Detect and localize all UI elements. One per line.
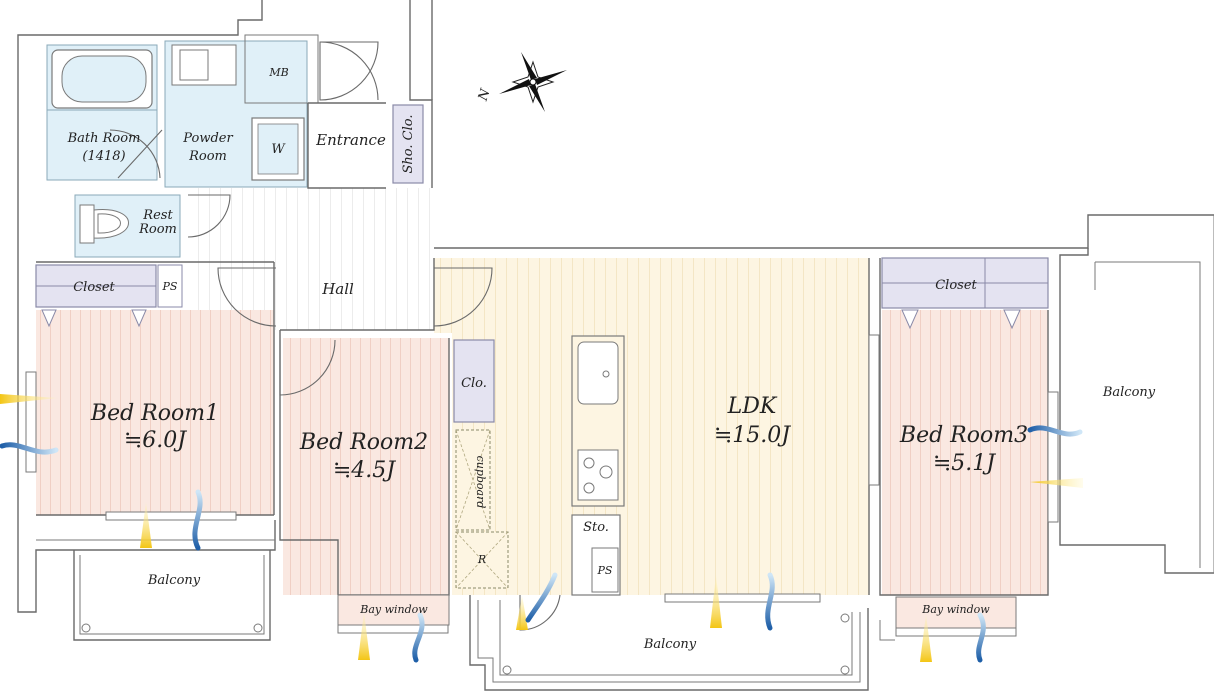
- balcony-center-label: Balcony: [643, 637, 697, 652]
- bedroom2-label: Bed Room2: [299, 430, 428, 455]
- door-swings: [109, 41, 561, 631]
- ldk-floor: [434, 258, 869, 333]
- bedroom3-size: ≒5.1J: [933, 451, 996, 476]
- ps-left-label: PS: [162, 280, 178, 293]
- sunlight-arrow-icon: [0, 394, 1083, 662]
- bedroom3-floor: [882, 310, 1048, 595]
- hall-floor-top: [308, 188, 388, 200]
- bedroom1-label: Bed Room1: [90, 401, 219, 426]
- compass-rose-icon: [499, 52, 567, 112]
- hall-label: Hall: [321, 280, 354, 298]
- clo-box: [453, 339, 495, 423]
- ldk-size: ≒15.0J: [714, 423, 791, 448]
- sink-icon: [577, 341, 619, 405]
- balcony-left-outline: [73, 550, 271, 641]
- ps-kitchen-label: PS: [597, 564, 613, 577]
- balcony-right-outline: [879, 261, 1201, 641]
- clo-label: Clo.: [461, 376, 487, 391]
- bath-size-label: (1418): [82, 149, 125, 164]
- outer-walls: [17, 0, 1214, 613]
- bedroom2-floor: [283, 338, 449, 595]
- cupboard-label: cupboard: [474, 456, 487, 509]
- entrance-label: Entrance: [315, 131, 386, 149]
- balcony-right-label: Balcony: [1102, 385, 1156, 400]
- ps-left-box: [157, 264, 183, 308]
- rest-room-label-2: Room: [138, 222, 177, 237]
- ps-kitchen-box: [591, 547, 619, 593]
- powder-room-label-1: Powder: [182, 131, 233, 146]
- bay-window-2-area: [337, 594, 450, 626]
- hall-floor: [188, 188, 434, 330]
- balcony-left-label: Balcony: [147, 573, 201, 588]
- washer-label: W: [271, 142, 286, 157]
- north-label: N: [475, 87, 493, 104]
- powder-room-label-2: Room: [188, 149, 227, 164]
- bedroom3-label: Bed Room3: [899, 423, 1028, 448]
- bedroom1-floor: [36, 310, 274, 515]
- closet-right-label: Closet: [935, 278, 977, 293]
- stove-icon: [577, 449, 619, 501]
- bedroom1-size: ≒6.0J: [124, 428, 187, 453]
- bath-room-label: Bath Room: [67, 131, 141, 146]
- rest-room-label-1: Rest: [142, 208, 173, 223]
- balcony-center-outline: [469, 595, 869, 691]
- storage-label: Sto.: [583, 520, 609, 535]
- ldk-label: LDK: [727, 394, 778, 419]
- bathtub-icon: [51, 49, 153, 109]
- bedroom2-size: ≒4.5J: [333, 458, 396, 483]
- bay-window-2-label: Bay window: [359, 603, 428, 616]
- ventilation-arrow-icon: [0, 425, 1083, 663]
- shoe-closet-label: Sho. Clo.: [401, 115, 416, 174]
- mb-label: MB: [268, 66, 288, 79]
- room-labels: MB Bath Room (1418) Powder Room W Entran…: [67, 66, 1156, 652]
- toilet-icon: [79, 204, 129, 244]
- fridge-label: R: [477, 553, 486, 566]
- bay-window-3-area: [895, 596, 1017, 629]
- bay-window-3-label: Bay window: [921, 603, 990, 616]
- shoe-closet-box: [392, 104, 424, 184]
- closet-left-label: Closet: [73, 280, 115, 295]
